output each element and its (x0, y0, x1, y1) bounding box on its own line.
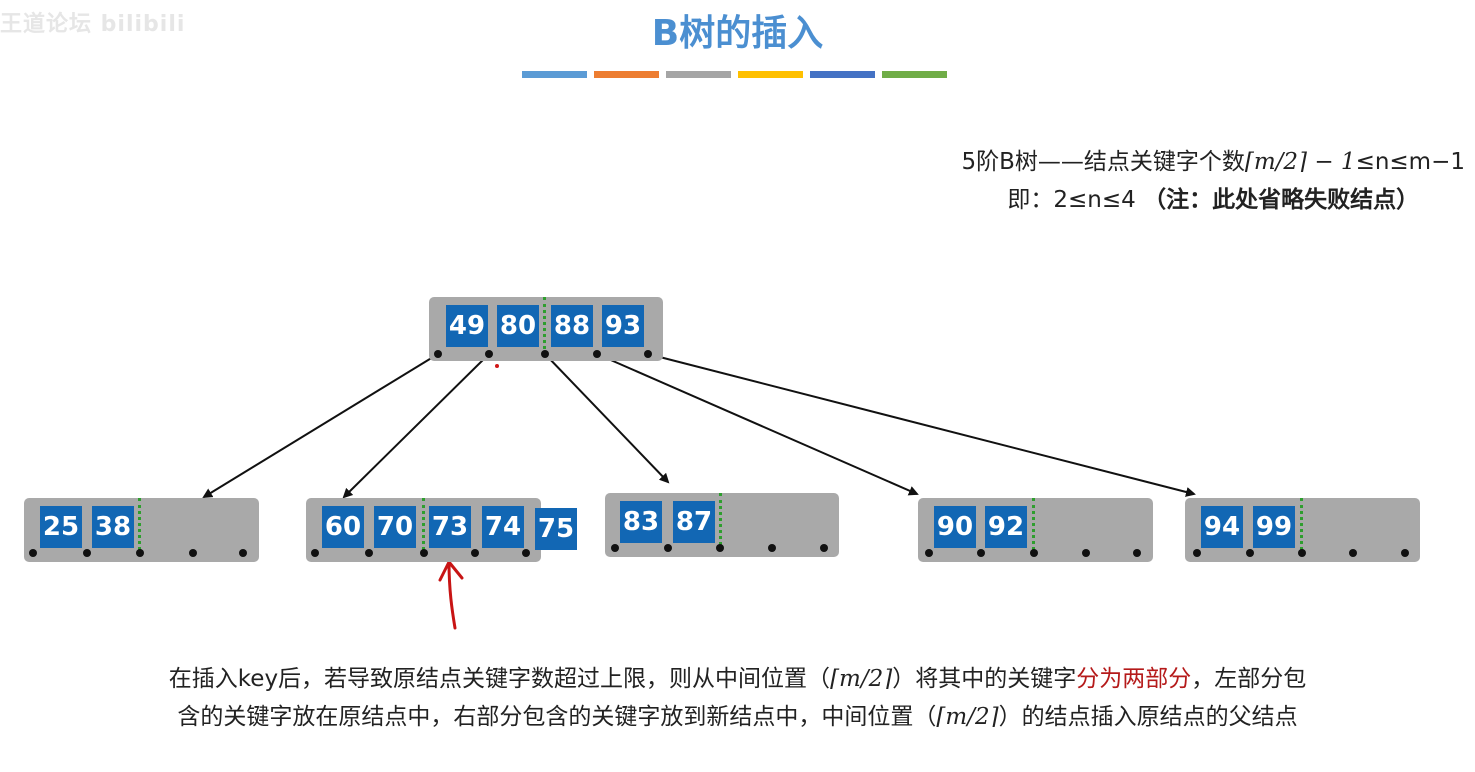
explanation-2a: 含的关键字放在原结点中，右部分包含的关键字放到新结点中，中间位置（ (177, 704, 937, 730)
child4-key-1: 90 (934, 506, 976, 548)
color-bar-3 (666, 71, 731, 78)
child2-pointer-4 (471, 549, 479, 557)
explanation-formula-2: ⌈m/2⌉ (936, 704, 999, 730)
color-bar-1 (522, 71, 587, 78)
info-line-2: 即：2≤n≤4 （注：此处省略失败结点） (961, 181, 1465, 219)
child5-key-2: 99 (1253, 506, 1295, 548)
explanation-2b: ）的结点插入原结点的父结点 (998, 704, 1298, 730)
explanation-formula-1: ⌈m/2⌉ (830, 666, 893, 692)
child2-key-1: 60 (322, 506, 364, 548)
root-key-3: 88 (551, 305, 593, 347)
insertion-explanation: 在插入key后，若导致原结点关键字数超过上限，则从中间位置（⌈m/2⌉）将其中的… (0, 660, 1475, 736)
color-bar-4 (738, 71, 803, 78)
edge-root-to-child-2 (342, 353, 490, 499)
root-pointer-1 (434, 350, 442, 358)
child4-pointer-5 (1133, 549, 1141, 557)
child2-pointer-1 (311, 549, 319, 557)
child4-pointer-2 (977, 549, 985, 557)
btree-order-info: 5阶B树——结点关键字个数⌈m/2⌉ − 1≤n≤m−1 即：2≤n≤4 （注：… (961, 143, 1465, 219)
explanation-line-1: 在插入key后，若导致原结点关键字数超过上限，则从中间位置（⌈m/2⌉）将其中的… (0, 660, 1475, 698)
edge-root-to-child-3 (544, 353, 670, 484)
root-node: 49 80 88 93 (429, 297, 663, 361)
root-pointer-4 (593, 350, 601, 358)
color-bar-5 (810, 71, 875, 78)
child1-pointer-3 (136, 549, 144, 557)
child3-pointer-4 (768, 544, 776, 552)
child2-pointer-2 (365, 549, 373, 557)
child5-pointer-1 (1193, 549, 1201, 557)
child4-divider (1032, 498, 1035, 556)
edge-root-to-child-4 (596, 353, 919, 496)
watermark-logo: 王道论坛 bilibili (0, 12, 186, 37)
child2-divider (422, 498, 425, 556)
explanation-highlight: 分为两部分 (1076, 666, 1192, 692)
child1-pointer-1 (29, 549, 37, 557)
child3-key-1: 83 (620, 501, 662, 543)
info-line-1: 5阶B树——结点关键字个数⌈m/2⌉ − 1≤n≤m−1 (961, 143, 1465, 181)
child1-pointer-4 (189, 549, 197, 557)
root-pointer-5 (644, 350, 652, 358)
root-split-divider (543, 297, 546, 355)
child1-divider (138, 498, 141, 556)
page-title: B树的插入 (651, 13, 824, 54)
child5-pointer-3 (1298, 549, 1306, 557)
child-node-4: 90 92 (918, 498, 1153, 562)
color-bar-2 (594, 71, 659, 78)
root-key-4: 93 (602, 305, 644, 347)
child2-key-2: 70 (374, 506, 416, 548)
child3-pointer-1 (611, 544, 619, 552)
child4-pointer-1 (925, 549, 933, 557)
explanation-1c: ，左部分包 (1191, 666, 1307, 692)
red-pen-arrow (438, 560, 464, 630)
root-key-1: 49 (446, 305, 488, 347)
child-node-2: 60 70 73 74 (306, 498, 541, 562)
child2-key-3: 73 (429, 506, 471, 548)
info-line1-prefix: 5阶B树——结点关键字个数 (961, 149, 1245, 175)
info-note: （注：此处省略失败结点） (1143, 187, 1420, 213)
child1-key-2: 38 (92, 506, 134, 548)
child-node-3: 83 87 (605, 493, 839, 557)
info-line2-prefix: 即：2≤n≤4 (1007, 187, 1136, 213)
root-pointer-3 (541, 350, 549, 358)
explanation-line-2: 含的关键字放在原结点中，右部分包含的关键字放到新结点中，中间位置（⌈m/2⌉）的… (0, 698, 1475, 736)
info-line1-suffix: ≤n≤m−1 (1355, 149, 1465, 175)
root-key-2: 80 (497, 305, 539, 347)
child4-pointer-3 (1030, 549, 1038, 557)
root-pointer-2 (485, 350, 493, 358)
child5-key-1: 94 (1201, 506, 1243, 548)
explanation-1b: ）将其中的关键字 (892, 666, 1077, 692)
child2-pointer-5 (522, 549, 530, 557)
child1-pointer-5 (239, 549, 247, 557)
child-node-5: 94 99 (1185, 498, 1420, 562)
title-color-bars (522, 71, 947, 78)
red-pen-dot-small (495, 364, 499, 368)
color-bar-6 (882, 71, 947, 78)
child4-pointer-4 (1082, 549, 1090, 557)
edge-root-to-child-5 (647, 353, 1196, 497)
overflow-key: 75 (535, 508, 577, 550)
child3-divider (719, 493, 722, 551)
child5-divider (1300, 498, 1303, 556)
edge-root-to-child-1 (202, 353, 439, 499)
child3-key-2: 87 (673, 501, 715, 543)
child1-key-1: 25 (40, 506, 82, 548)
explanation-1a: 在插入key后，若导致原结点关键字数超过上限，则从中间位置（ (168, 666, 831, 692)
child-node-1: 25 38 (24, 498, 259, 562)
child3-pointer-3 (716, 544, 724, 552)
child3-pointer-5 (820, 544, 828, 552)
child2-key-4: 74 (482, 506, 524, 548)
child5-pointer-2 (1246, 549, 1254, 557)
info-formula: ⌈m/2⌉ − 1 (1244, 149, 1356, 175)
child5-pointer-5 (1401, 549, 1409, 557)
child5-pointer-4 (1349, 549, 1357, 557)
child3-pointer-2 (664, 544, 672, 552)
child2-pointer-3 (420, 549, 428, 557)
child1-pointer-2 (83, 549, 91, 557)
child4-key-2: 92 (985, 506, 1027, 548)
